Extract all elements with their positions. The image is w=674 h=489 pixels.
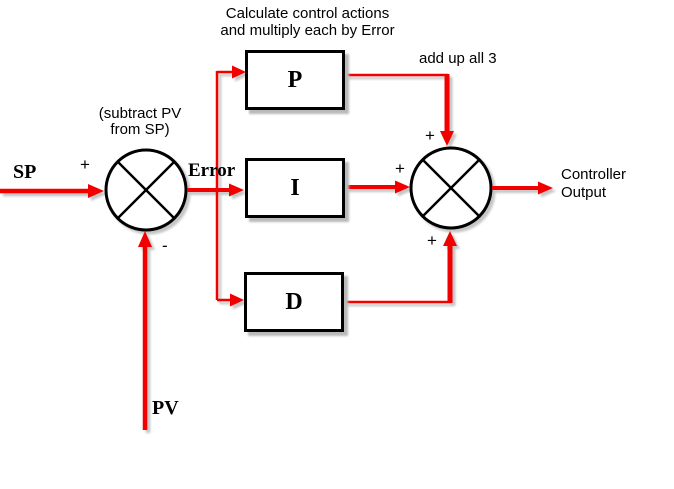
p-block: P	[245, 50, 345, 110]
d-block: D	[244, 272, 344, 332]
controller-output-label-line2: Output	[561, 184, 607, 201]
i-output-arrow-head	[395, 180, 410, 194]
p-input-arrow	[217, 65, 246, 79]
controller-output-arrow	[492, 181, 553, 195]
error-arrow-head	[229, 183, 244, 197]
subtract-junction	[104, 148, 188, 232]
sp-plus-sign: +	[80, 155, 90, 174]
i-output-arrow	[345, 180, 410, 194]
d-input-arrow	[217, 293, 244, 307]
d-output-arrow	[343, 231, 457, 304]
pv-minus-sign: -	[162, 236, 168, 255]
sp-arrow-head	[88, 184, 104, 198]
sum-junction-x-line2	[422, 159, 480, 217]
subtract-note: (subtract PV from SP)	[88, 106, 192, 138]
p-block-label: P	[287, 66, 303, 93]
d-output-arrow-head	[443, 231, 457, 246]
pv-label: PV	[152, 397, 179, 419]
p-output-arrow-head	[440, 131, 454, 146]
d-input-arrow-head	[230, 293, 244, 307]
pv-arrow-head	[138, 231, 152, 247]
sp-arrow	[0, 184, 104, 198]
subtract-note-line2: from SP)	[110, 121, 170, 138]
calc-actions-note-line1: Calculate control actions	[225, 5, 390, 22]
i-plus-sign: +	[395, 159, 405, 178]
pv-arrow	[138, 231, 152, 430]
sp-label: SP	[13, 161, 37, 183]
subtract-junction-x-line2	[117, 161, 175, 219]
sum-junction	[409, 146, 493, 230]
p-output-arrow	[345, 73, 454, 146]
error-arrow	[187, 183, 244, 197]
i-block: I	[245, 158, 345, 218]
controller-output-label-line1: Controller	[561, 166, 627, 183]
d-block-label: D	[285, 288, 303, 315]
p-plus-sign: +	[425, 126, 435, 145]
d-plus-sign: +	[427, 231, 437, 250]
calc-actions-note: Calculate control actions and multiply e…	[205, 5, 410, 39]
add-up-note: add up all 3	[419, 50, 497, 67]
p-input-arrow-head	[232, 65, 246, 79]
error-label: Error	[188, 160, 236, 181]
i-block-label: I	[290, 174, 300, 201]
controller-output-arrow-head	[538, 181, 553, 195]
subtract-note-line1: (subtract PV	[98, 105, 182, 122]
calc-actions-note-line2: and multiply each by Error	[220, 22, 395, 39]
controller-output-label: Controller Output	[561, 166, 626, 202]
